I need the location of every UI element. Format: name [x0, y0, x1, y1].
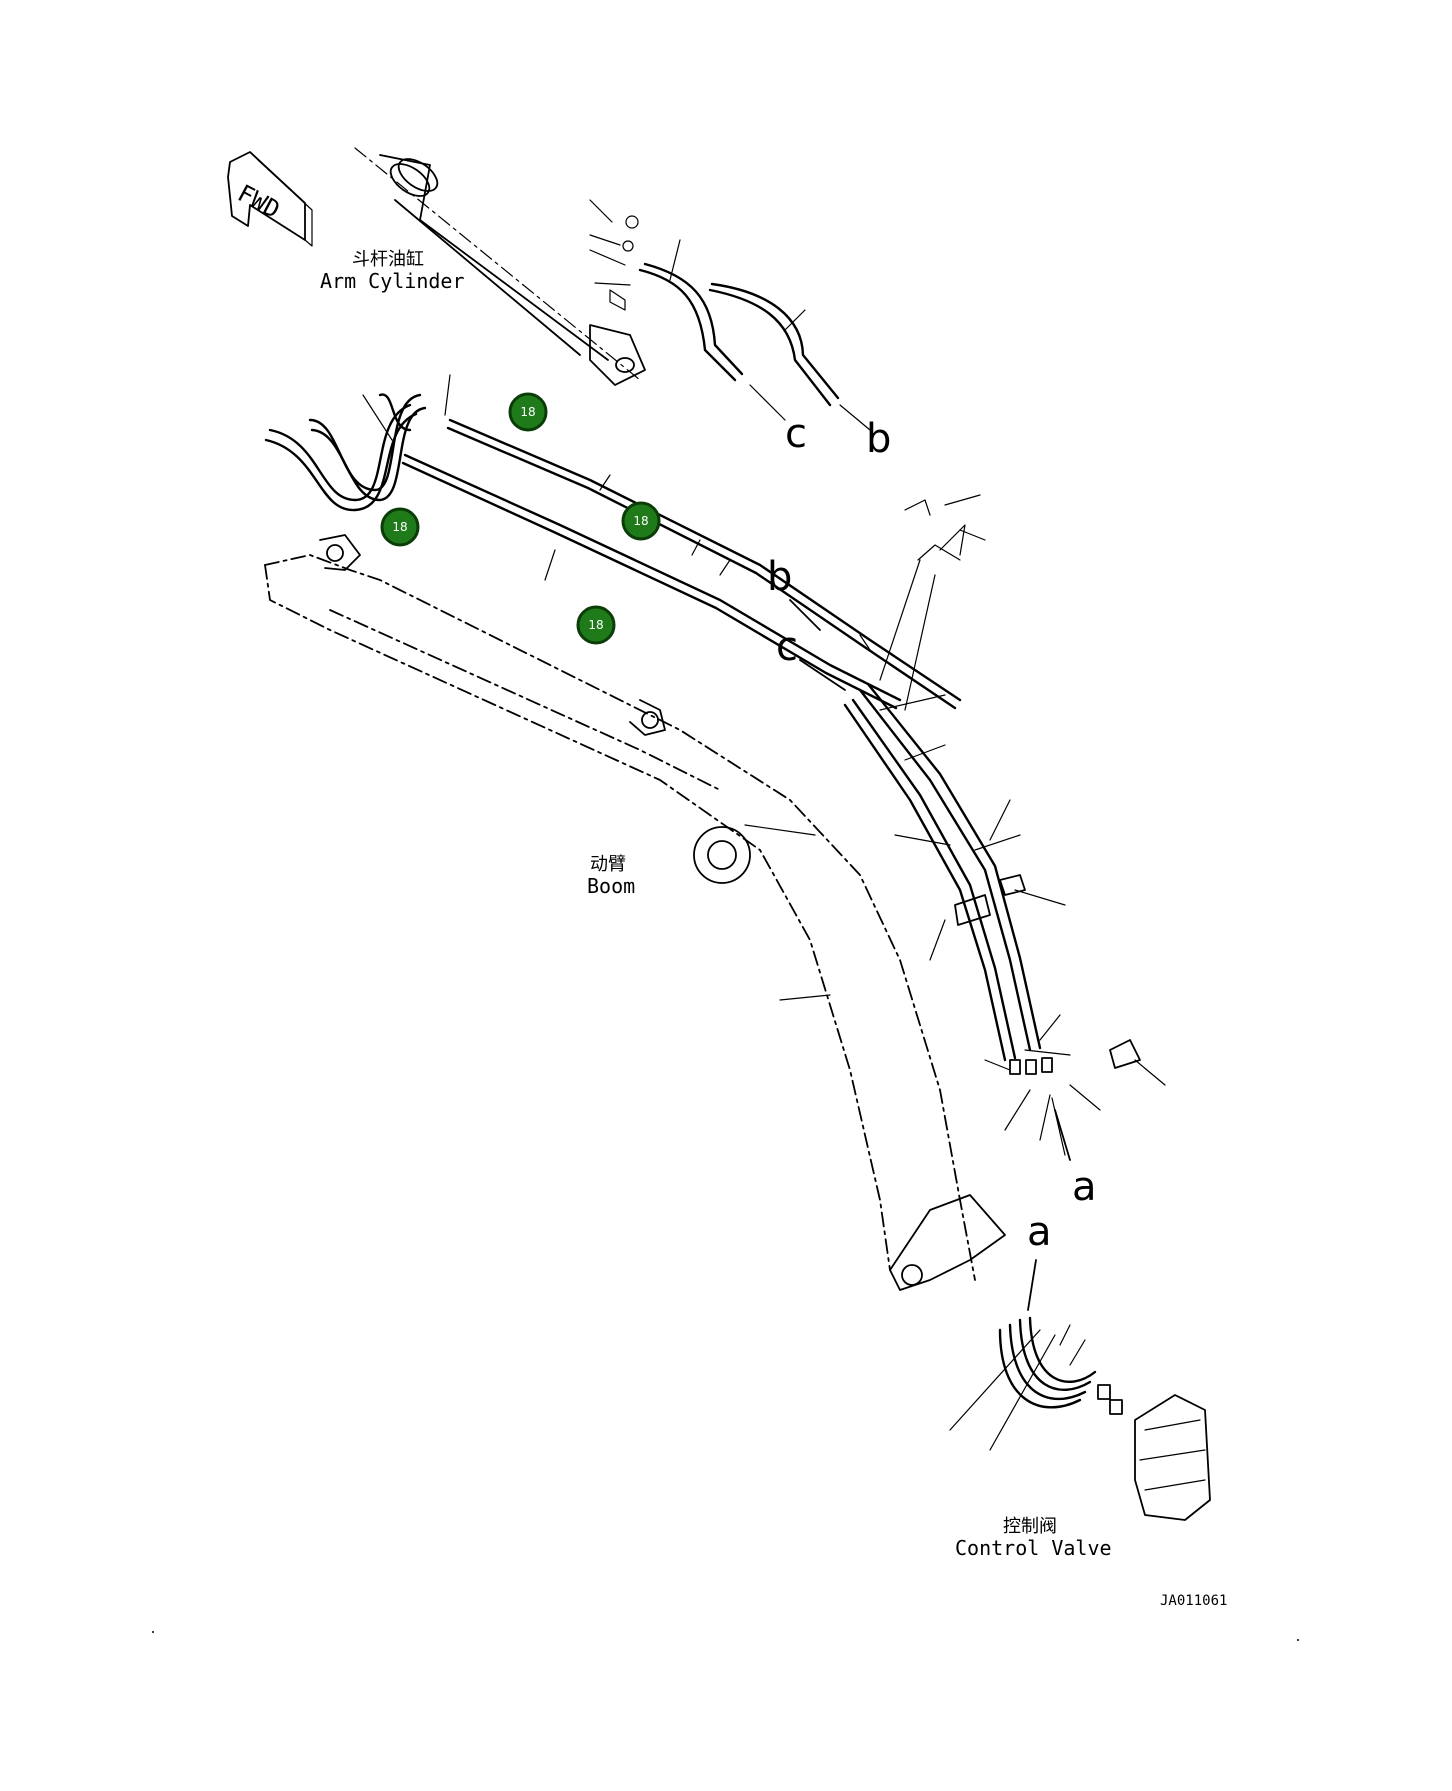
connection-letter-a-right: a [1072, 1164, 1097, 1210]
arm-cylinder-label-cn: 斗杆油缸 [352, 248, 424, 270]
drawing-id: JA011061 [1160, 1593, 1227, 1609]
connection-letter-b-mid: b [767, 554, 792, 600]
callout-badge[interactable]: 18 [621, 501, 661, 541]
arm-hoses-top [589, 199, 871, 431]
arrow-c-mid [799, 659, 846, 691]
arrow-b-mid [789, 599, 821, 631]
fwd-label: FWD [233, 179, 284, 224]
boom-label-cn: 动臂 [590, 854, 626, 875]
fwd-arrow-icon: FWD [227, 151, 313, 247]
connection-letter-c-mid: c [776, 624, 798, 670]
control-valve-label-cn: 控制阀 [1003, 1516, 1057, 1537]
control-valve-drawing [949, 1316, 1211, 1521]
arm-cylinder-drawing [354, 147, 646, 386]
corner-mark-right [1297, 1639, 1299, 1641]
control-valve-label-en: Control Valve [955, 1536, 1112, 1560]
connection-letter-b-top: b [866, 416, 891, 462]
arrow-a-bottom [1027, 1259, 1037, 1311]
connection-letter-a-bottom: a [1027, 1209, 1052, 1255]
arm-cylinder-label-en: Arm Cylinder [320, 269, 465, 293]
callout-badge-label: 18 [633, 514, 648, 528]
callout-badge[interactable]: 18 [576, 605, 616, 645]
left-hoses [264, 374, 451, 512]
connection-letter-c-top: c [785, 411, 807, 457]
callout-badge-label: 18 [520, 405, 535, 419]
callout-badge[interactable]: 18 [380, 507, 420, 547]
boom-structure [264, 534, 1006, 1291]
boom-label-en: Boom [587, 874, 635, 898]
right-pipe-bundle [843, 494, 1166, 1156]
boom-pipes [401, 418, 962, 710]
corner-mark-left [152, 1631, 154, 1633]
callout-badge[interactable]: 18 [508, 392, 548, 432]
callout-badge-label: 18 [392, 520, 407, 534]
arrow-a-right [1054, 1109, 1071, 1161]
callout-badge-label: 18 [588, 618, 603, 632]
